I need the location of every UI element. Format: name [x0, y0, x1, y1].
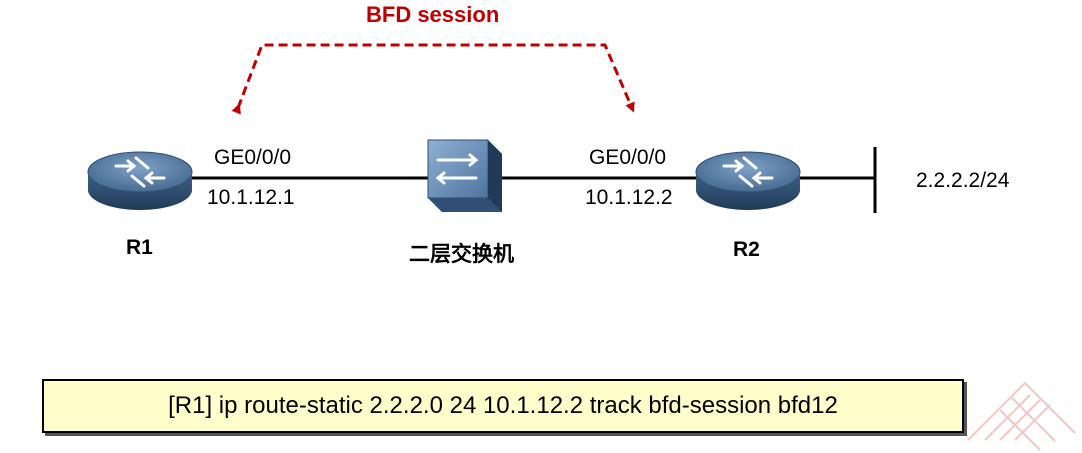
switch-icon	[427, 139, 502, 212]
command-box: [R1] ip route-static 2.2.2.0 24 10.1.12.…	[42, 379, 964, 433]
r1-interface-label: GE0/0/0	[214, 146, 292, 169]
r1-ip-label: 10.1.12.1	[207, 186, 295, 209]
r2-name-label: R2	[733, 238, 760, 261]
r2-ip-label: 10.1.12.2	[585, 186, 673, 209]
network-label: 2.2.2.2/24	[916, 169, 1010, 192]
r2-interface-label: GE0/0/0	[589, 146, 667, 169]
router-icon	[87, 151, 193, 210]
command-text: [R1] ip route-static 2.2.2.0 24 10.1.12.…	[168, 392, 838, 419]
bfd-session-path	[231, 43, 635, 115]
r1-name-label: R1	[126, 236, 153, 259]
switch-label: 二层交换机	[409, 243, 514, 266]
router-icon	[695, 151, 801, 210]
watermark-logo	[967, 381, 1076, 451]
bfd-session-label: BFD session	[366, 2, 500, 27]
